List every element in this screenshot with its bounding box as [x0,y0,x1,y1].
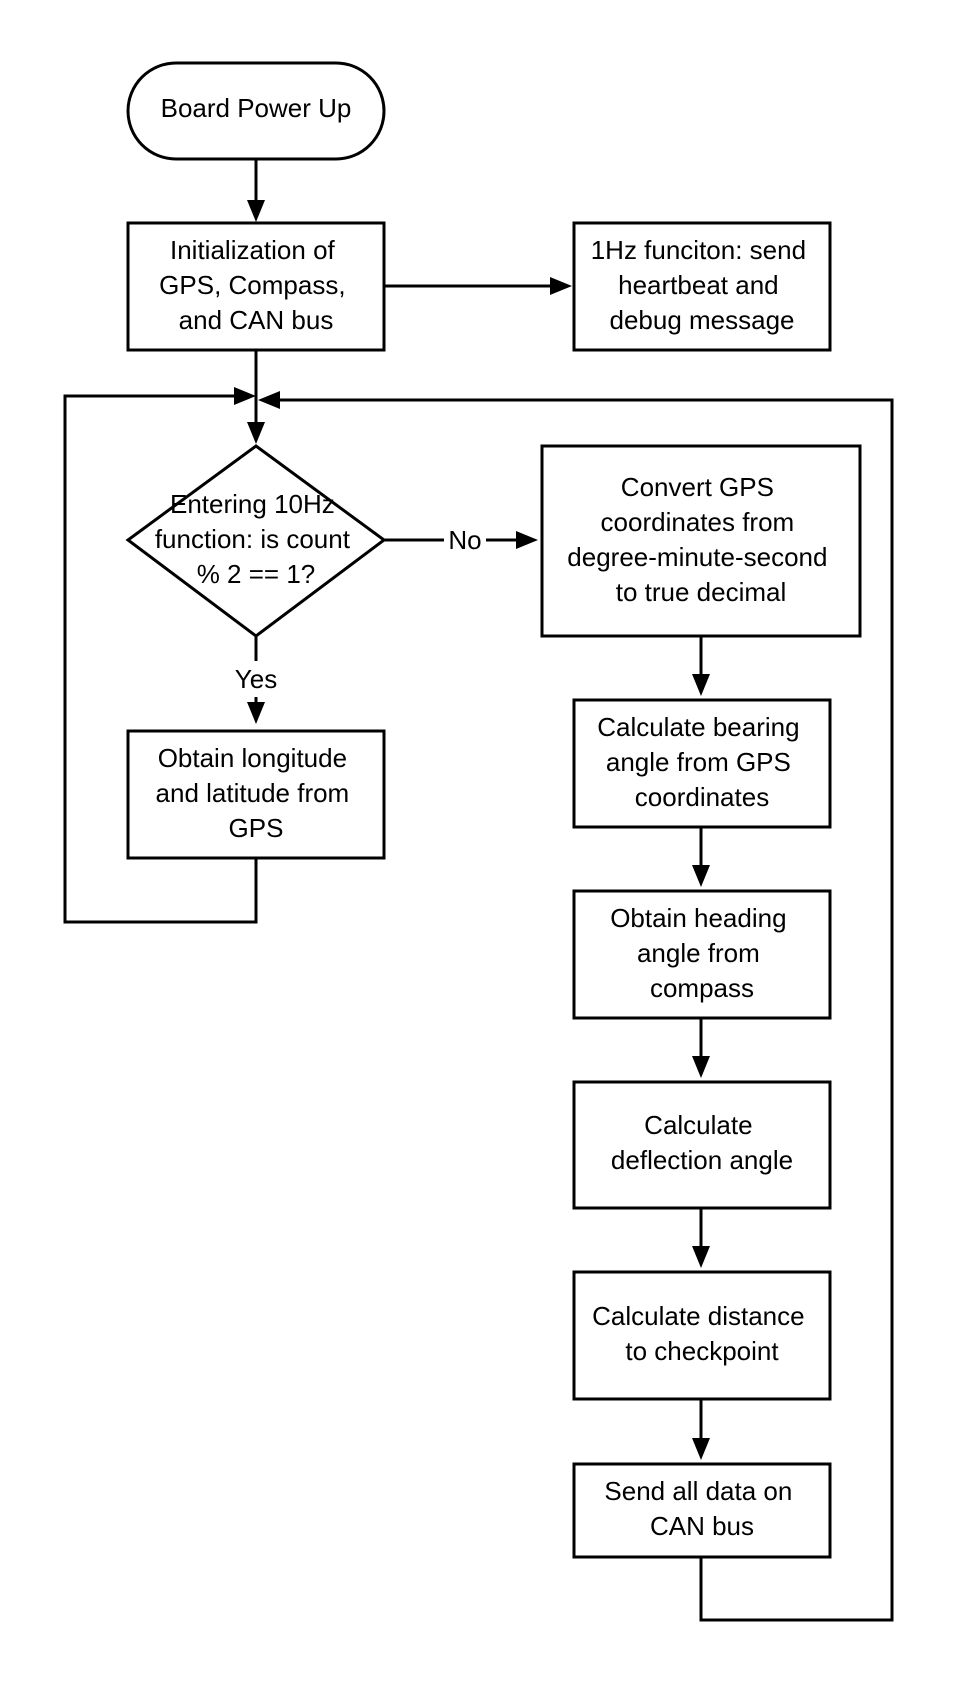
decision-node: Entering 10Hz function: is count % 2 == … [125,444,387,638]
edge-label-no: No [448,525,481,555]
arrowhead [247,200,265,222]
arrowhead [247,702,265,724]
node-label: Board Power Up [161,93,352,123]
process-box [126,221,386,352]
arrowhead [550,277,572,295]
deflection-node: Calculate deflection angle [572,1080,832,1210]
node-label: Obtain longitude and latitude from GPS [156,743,357,843]
convert-node: Convert GPS coordinates from degree-minu… [540,444,862,638]
heading-node: Obtain heading angle from compass [572,889,832,1020]
arrowhead [234,387,256,405]
process-box [540,444,862,638]
obtain-gps-node: Obtain longitude and latitude from GPS [126,729,386,860]
send-node: Send all data on CAN bus [572,1462,832,1559]
node-label: Calculate bearing angle from GPS coordin… [597,712,807,812]
arrowhead [258,391,280,409]
process-box [572,1080,832,1210]
arrowhead [516,531,538,549]
distance-node: Calculate distance to checkpoint [572,1270,832,1401]
arrowhead [692,865,710,887]
start-node: Board Power Up [126,61,386,161]
process-box [572,698,832,829]
bearing-node: Calculate bearing angle from GPS coordin… [572,698,832,829]
node-label: 1Hz funciton: send heartbeat and debug m… [591,235,814,335]
arrowhead [692,1246,710,1268]
arrowhead [692,674,710,696]
start-terminal-shape [126,61,386,161]
arrowhead [692,1438,710,1460]
process-box [572,1270,832,1401]
node-label: Entering 10Hz function: is count % 2 == … [155,489,357,589]
process-box [572,221,832,352]
edge-gps-loop-back [63,394,258,924]
node-label: Obtain heading angle from compass [610,903,794,1003]
edge-label-yes: Yes [235,664,277,694]
edge-label-mask [444,522,486,558]
node-label: Convert GPS coordinates from degree-minu… [567,472,834,607]
init-node: Initialization of GPS, Compass, and CAN … [126,221,386,352]
arrowhead [247,422,265,444]
process-box [572,889,832,1020]
decision-diamond [125,444,387,638]
node-label: Send all data on CAN bus [604,1476,799,1541]
process-box [126,729,386,860]
node-label: Calculate distance to checkpoint [592,1301,812,1366]
node-label: Initialization of GPS, Compass, and CAN … [159,235,353,335]
edge-send-loop-back [280,398,894,1622]
edge-label-mask [228,661,284,697]
arrowhead [692,1056,710,1078]
node-label: Calculate deflection angle [611,1110,793,1175]
process-box [572,1462,832,1559]
heartbeat-node: 1Hz funciton: send heartbeat and debug m… [572,221,832,352]
